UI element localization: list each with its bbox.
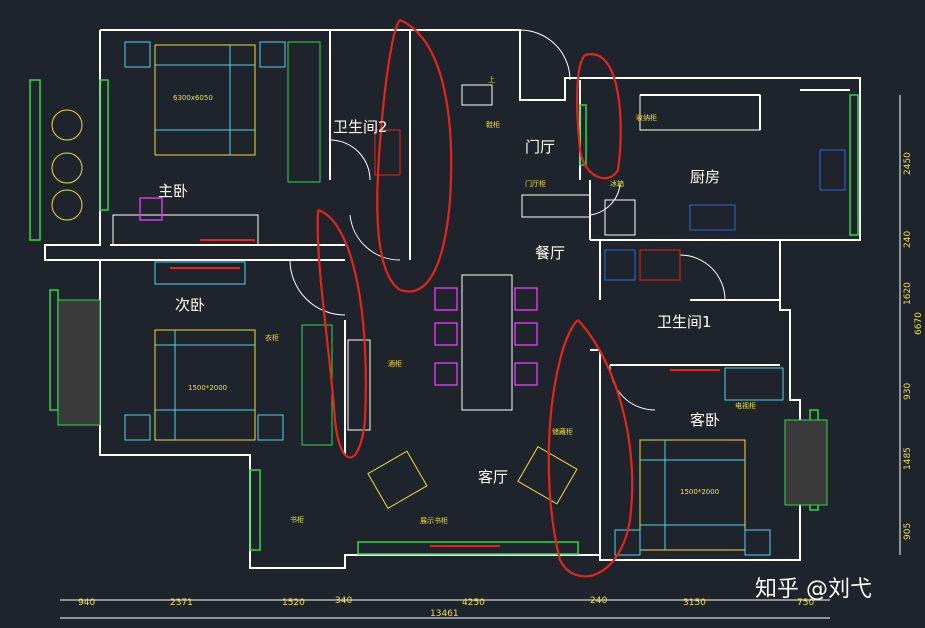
label-wine-cabinet: 酒柜 <box>388 359 402 368</box>
beds <box>124 41 771 556</box>
label-tv-cabinet: 电视柜 <box>735 401 756 410</box>
label-up: 上 <box>488 75 495 84</box>
label-tv-wall: 展示书柜 <box>420 516 448 525</box>
dim-bottom-1: 940 <box>78 598 95 608</box>
room-guest-bedroom: 客卧 <box>690 411 720 429</box>
dim-bottom-3: 1520 <box>282 598 305 608</box>
room-bathroom1: 卫生间1 <box>657 313 712 331</box>
dining-set <box>139 197 538 411</box>
walls <box>44 29 861 569</box>
kitchen-fixtures <box>374 84 846 281</box>
label-fridge: 冰箱 <box>610 179 624 188</box>
dim-bottom-4: 340 <box>335 596 352 606</box>
label-bookcase: 书柜 <box>290 515 304 524</box>
dim-right-7: 905 <box>903 523 913 540</box>
room-dining: 餐厅 <box>535 244 565 262</box>
windows <box>29 79 859 555</box>
dim-bottom-8: 750 <box>797 598 814 608</box>
dimension-lines <box>60 95 901 619</box>
label-shoe-cabinet: 鞋柜 <box>486 120 500 129</box>
armchairs <box>51 109 578 510</box>
label-foyer-cabinet: 门厅柜 <box>525 179 546 188</box>
label-bed-guest: 1500*2000 <box>680 488 719 496</box>
dim-total: 13461 <box>430 609 459 619</box>
dim-right-2: 240 <box>903 231 913 248</box>
room-kitchen: 厨房 <box>690 168 720 186</box>
dim-right-6: 1485 <box>903 447 913 470</box>
label-storage: 收纳柜 <box>636 113 657 122</box>
balconies <box>57 299 828 506</box>
annotation-marks <box>316 18 634 578</box>
label-wardrobe: 衣柜 <box>265 333 279 342</box>
label-bed-master: 6300x6050 <box>173 94 213 102</box>
room-second-bedroom: 次卧 <box>175 296 205 314</box>
dimensions-right: 2450 240 1620 6670 930 1485 905 <box>903 152 924 540</box>
door-arcs <box>289 29 726 411</box>
room-master-bedroom: 主卧 <box>158 182 188 200</box>
dim-right-3: 1620 <box>903 282 913 305</box>
tv-panels <box>170 239 720 547</box>
room-living-room: 客厅 <box>478 468 508 486</box>
dim-right-1: 2450 <box>903 152 913 175</box>
watermark: 知乎 @刘弋 <box>755 577 872 602</box>
label-shelf: 储藏柜 <box>552 427 573 436</box>
dim-right-4: 6670 <box>914 312 924 335</box>
dimensions-bottom: 940 2371 1520 340 4250 240 3150 750 1346… <box>78 596 814 619</box>
dim-bottom-6: 240 <box>590 596 607 606</box>
dim-bottom-5: 4250 <box>462 598 485 608</box>
dim-right-5: 930 <box>903 383 913 400</box>
room-foyer: 门厅 <box>525 138 555 156</box>
dim-bottom-7: 3150 <box>683 598 706 608</box>
label-bed-second: 1500*2000 <box>188 384 227 392</box>
dim-bottom-2: 2371 <box>170 598 193 608</box>
room-bathroom2: 卫生间2 <box>333 118 388 136</box>
